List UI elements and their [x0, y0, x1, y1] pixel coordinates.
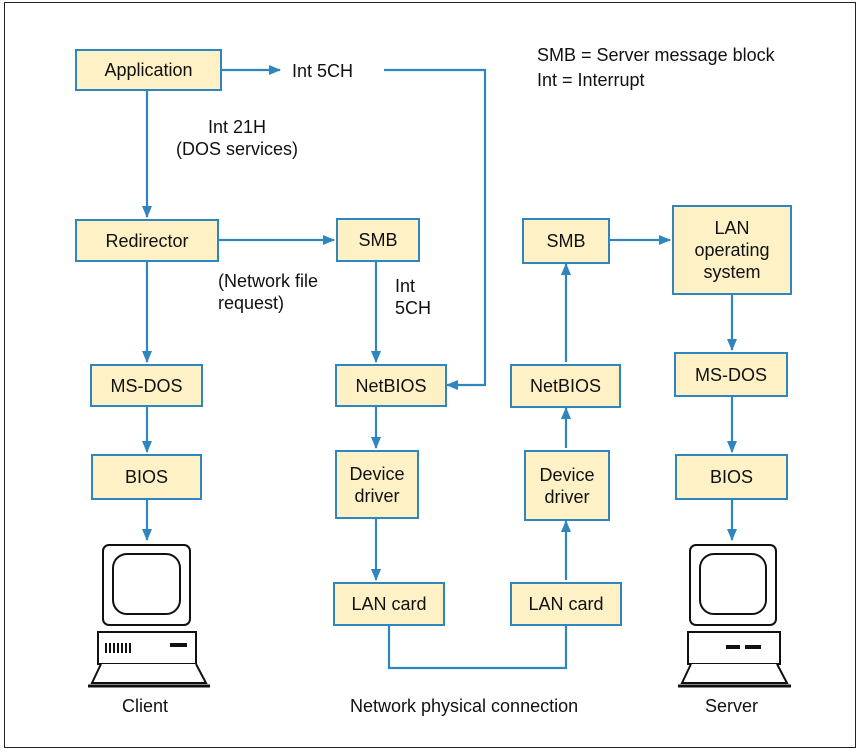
lan-os-box: LAN operating system — [672, 205, 792, 295]
server-netbios-box: NetBIOS — [510, 364, 621, 408]
arrow-int5ch-to-netbios — [384, 68, 487, 390]
client-smb-box: SMB — [336, 218, 420, 262]
client-msdos-box: MS-DOS — [90, 364, 203, 407]
server-lancard-box: LAN card — [510, 582, 622, 626]
client-netbios-box: NetBIOS — [335, 364, 447, 407]
server-devicedriver-box: Device driver — [524, 450, 610, 521]
client-bios-box: BIOS — [91, 454, 202, 500]
network-file-request-label: (Network file request) — [218, 271, 319, 313]
server-msdos-box: MS-DOS — [674, 352, 788, 397]
client-computer-icon — [88, 544, 210, 688]
redirector-box: Redirector — [75, 219, 219, 262]
int21h-label: Int 21H (DOS services) — [176, 117, 299, 159]
application-box: Application — [75, 49, 222, 91]
server-computer-icon — [678, 544, 791, 688]
network-physical-connection-label: Network physical connection — [350, 696, 579, 716]
legend-smb: SMB = Server message block — [537, 45, 775, 65]
int5ch-label-top: Int 5CH — [292, 61, 354, 81]
legend-int: Int = Interrupt — [537, 70, 645, 90]
server-caption: Server — [705, 696, 759, 716]
int5ch-label-mid: Int 5CH — [395, 276, 432, 318]
server-smb-box: SMB — [522, 218, 610, 264]
network-physical-line — [387, 626, 568, 670]
server-bios-box: BIOS — [675, 454, 788, 500]
client-caption: Client — [122, 696, 169, 716]
client-devicedriver-box: Device driver — [335, 450, 419, 519]
client-lancard-box: LAN card — [333, 582, 445, 626]
